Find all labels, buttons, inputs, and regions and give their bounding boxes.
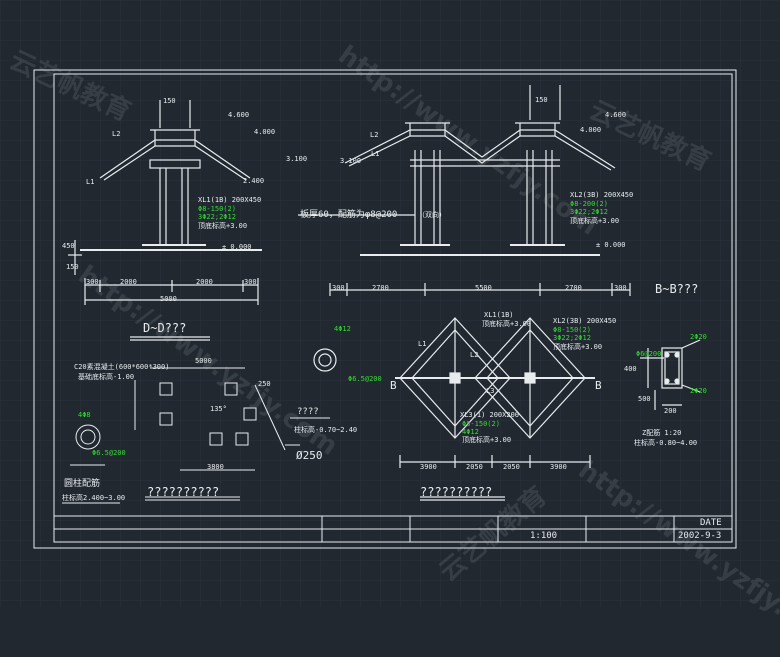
plan-base-elev: 基础底标高-1.00 <box>78 373 135 381</box>
right-section-caption: B~B??? <box>655 282 699 296</box>
detail-range: 柱标高-0.80~4.00 <box>634 439 698 447</box>
roof-xl2: XL2(3B) 200X450 <box>553 317 617 325</box>
plan-mid-range: 柱标高-0.70~2.40 <box>294 426 358 434</box>
roof-xl3-elev: 顶底标高+3.00 <box>462 436 512 444</box>
left-dim-2000a: 2000 <box>120 278 137 286</box>
plan-col-rebar: 4Φ8 <box>78 411 91 419</box>
left-ground-elev: ± 0.000 <box>222 243 252 251</box>
title-block-date-label: DATE <box>700 518 722 528</box>
plan-col-stirrup: Φ6.5@200 <box>92 449 126 457</box>
roof-section-mark-left: B <box>390 379 397 392</box>
right-dim-2700b: 2700 <box>565 284 582 292</box>
left-label-L2: L2 <box>112 130 121 138</box>
right-elev-4000: 4.000 <box>580 126 602 134</box>
plan-col-title: 圆柱配筋 <box>64 479 101 489</box>
plan-angle-135: 135° <box>210 405 227 413</box>
left-elev-4000: 4.000 <box>254 128 276 136</box>
right-dim-2700a: 2700 <box>372 284 389 292</box>
roof-xl2-rebar-1: Φ8-150(2) <box>553 326 591 334</box>
right-elev-4600: 4.600 <box>605 111 627 119</box>
roof-xl3-rebar-1: Φ8-150(2) <box>462 420 500 428</box>
left-dim-v-450: 450 <box>62 242 75 250</box>
roof-col-stirrup: Φ6.5@200 <box>348 375 382 383</box>
roof-section-mark-right: B <box>595 379 602 392</box>
roof-label-L3: L3 <box>486 387 495 395</box>
roof-xl1: XL1(1B) <box>484 311 514 319</box>
roof-xl1-elev: 顶底标高+3.00 <box>482 320 532 328</box>
right-ground-elev: ± 0.000 <box>596 241 626 249</box>
left-dim-150: 150 <box>163 97 176 105</box>
detail-dim-200: 200 <box>664 407 677 415</box>
title-block-date: 2002-9-3 <box>678 531 722 541</box>
left-dim-2000b: 2000 <box>196 278 213 286</box>
right-dim-5500: 5500 <box>475 284 492 292</box>
plan-c20-note: C20素混凝土(600*600*300) <box>74 363 170 371</box>
left-beam-elev: 顶底标高+3.00 <box>198 222 248 230</box>
drawing-border <box>33 69 737 549</box>
roof-xl3: XL3(1) 200X200 <box>460 411 520 419</box>
roof-dim-2050b: 2050 <box>503 463 520 471</box>
left-section-drawing <box>68 100 262 341</box>
detail-scale: Z配筋 1:20 <box>642 429 682 437</box>
left-dim-total: 5000 <box>160 295 177 303</box>
right-elev-3100: 3.100 <box>340 157 362 165</box>
roof-plan-drawing <box>313 317 595 501</box>
detail-dim-400: 400 <box>624 365 637 373</box>
right-dim-300b: 300 <box>614 284 627 292</box>
roof-dim-2050a: 2050 <box>466 463 483 471</box>
foundation-plan-drawing <box>62 367 330 504</box>
detail-dim-500: 500 <box>638 395 651 403</box>
plan-dia-250: Ø250 <box>296 449 323 462</box>
roof-label-L1: L1 <box>418 340 427 348</box>
plan-col-range: 柱标高2.400~3.00 <box>62 494 126 502</box>
right-dim-300a: 300 <box>332 284 345 292</box>
left-dim-300a: 300 <box>86 278 99 286</box>
left-dim-v-150: 150 <box>66 263 79 271</box>
plan-dim-5000: 5000 <box>195 357 212 365</box>
roof-col-rebar: 4Φ12 <box>334 325 351 333</box>
beam-detail-drawing <box>640 339 701 410</box>
roof-xl2-elev: 顶底标高+3.00 <box>553 343 603 351</box>
right-slab-note: 板厚60，配筋为φ8@200 <box>300 210 398 220</box>
right-beam-rebar-2: 3Φ22;2Φ12 <box>570 208 608 216</box>
roof-label-L2: L2 <box>470 351 479 359</box>
left-elev-3100: 3.100 <box>286 155 308 163</box>
left-dim-300b: 300 <box>244 278 257 286</box>
plan-dim-3800: 3800 <box>207 463 224 471</box>
right-label-L2: L2 <box>370 131 379 139</box>
right-dim-150: 150 <box>535 96 548 104</box>
roof-dim-3900b: 3900 <box>550 463 567 471</box>
roof-plan-caption: ?????????? <box>420 485 493 499</box>
left-label-L1: L1 <box>86 178 95 186</box>
left-elev-2400: 2.400 <box>243 177 265 185</box>
detail-stirrup: Φ6@200 <box>636 350 662 358</box>
detail-top-rebar: 2Φ20 <box>690 333 707 341</box>
plan-caption: ?????????? <box>147 485 220 499</box>
left-beam-rebar-2: 3Φ22;2Φ12 <box>198 213 236 221</box>
left-beam-name: XL1(1B) 200X450 <box>198 196 262 204</box>
plan-dim-250: 250 <box>258 380 271 388</box>
right-beam-rebar-1: Φ8-200(2) <box>570 200 608 208</box>
right-section-drawing <box>298 85 631 296</box>
left-section-caption: D~D??? <box>143 321 187 335</box>
roof-xl2-rebar-2: 3Φ22;2Φ12 <box>553 334 591 342</box>
roof-xl3-rebar-2: 4Φ12 <box>462 428 479 436</box>
plan-mid-title: ???? <box>297 407 319 417</box>
left-elev-4600: 4.600 <box>228 111 250 119</box>
roof-dim-3900a: 3900 <box>420 463 437 471</box>
detail-bottom-rebar: 2Φ20 <box>690 387 707 395</box>
title-block-scale: 1:100 <box>530 531 558 541</box>
right-beam-elev: 顶底标高+3.00 <box>570 217 620 225</box>
left-beam-rebar-1: Φ8-150(2) <box>198 205 236 213</box>
drawing-canvas <box>0 0 780 607</box>
right-beam-name: XL2(3B) 200X450 <box>570 191 634 199</box>
right-slab-note-2: （双向） <box>418 211 446 219</box>
right-label-L1: L1 <box>371 150 380 158</box>
